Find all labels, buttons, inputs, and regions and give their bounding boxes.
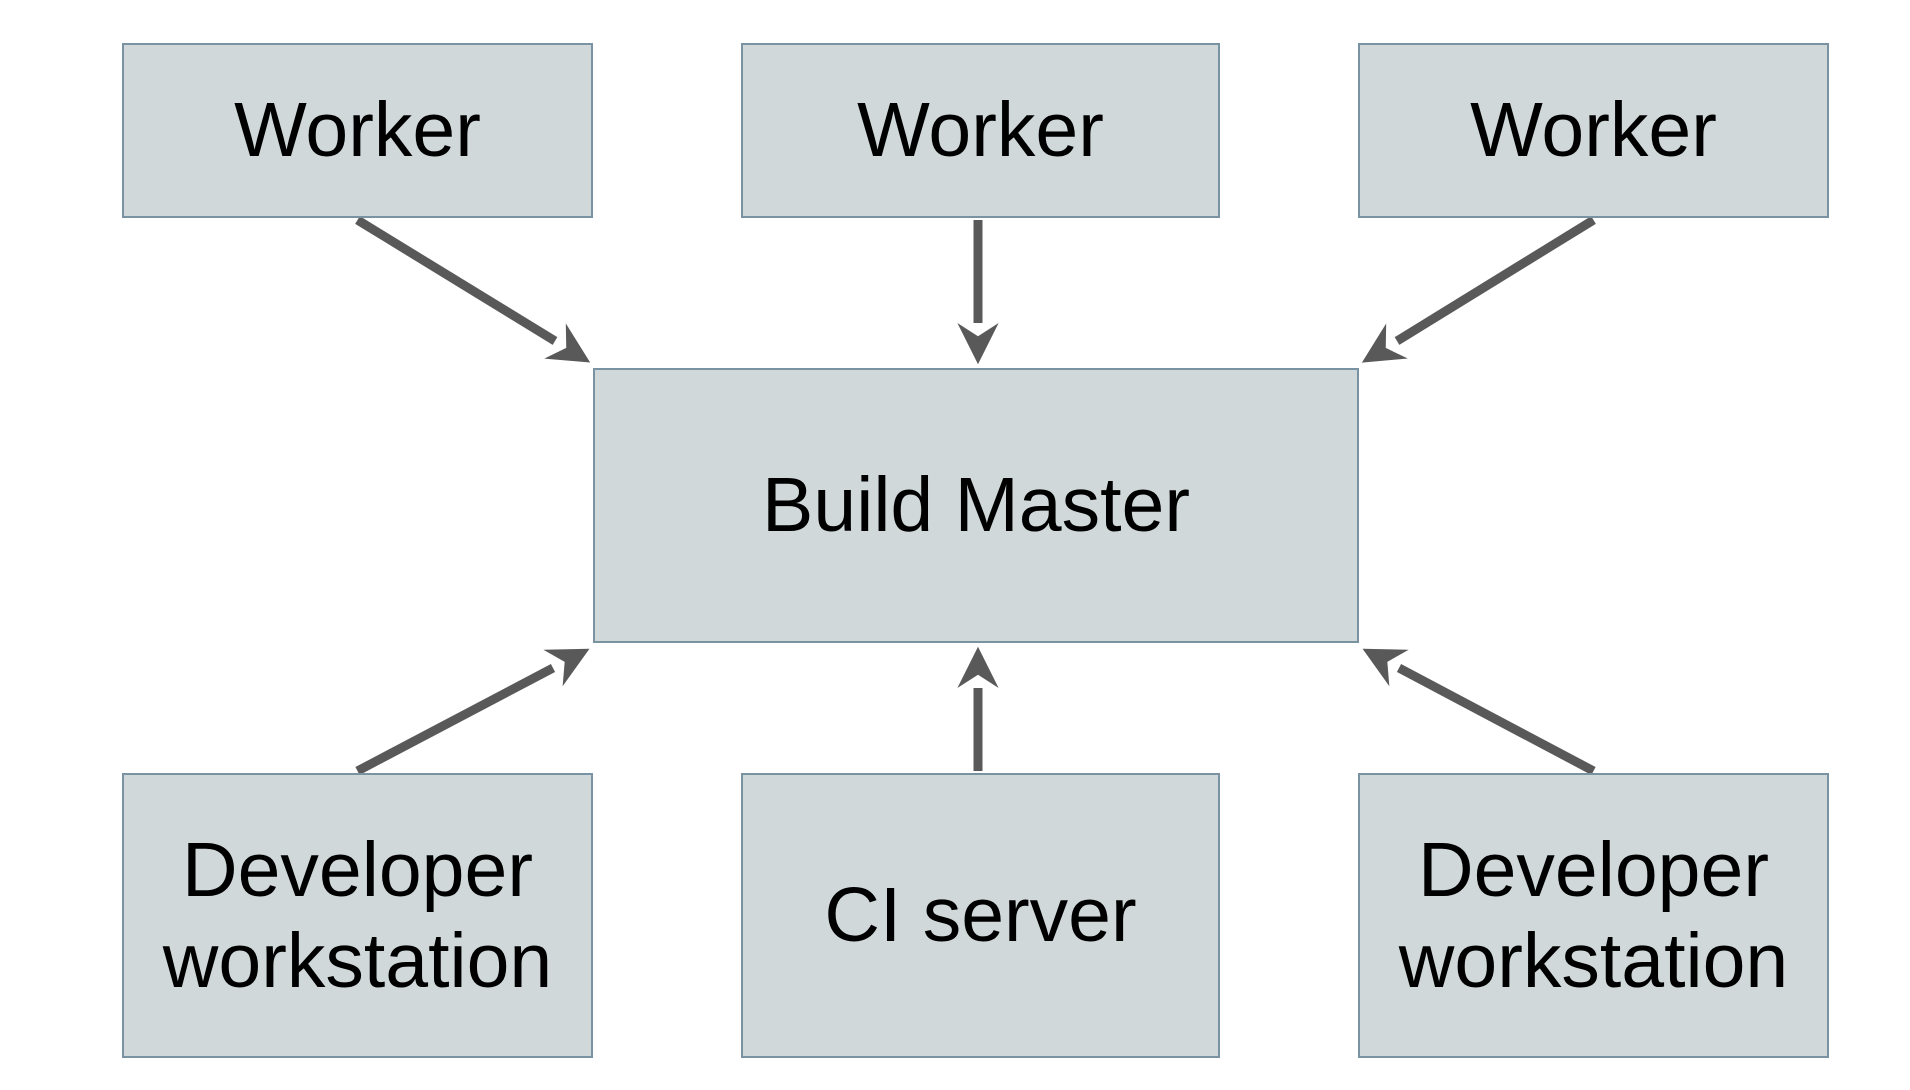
worker-2-label: Worker [857, 87, 1104, 174]
arrow-dev-workstation-left-to-build-master [355, 648, 590, 775]
dev-workstation-left-label: Developer workstation [162, 827, 553, 1004]
build-master-node: Build Master [593, 368, 1359, 643]
arrow-worker-1-to-build-master [355, 216, 591, 363]
dev-workstation-left-node: Developer workstation [122, 773, 593, 1058]
arrow-dev-workstation-right-to-build-master [1362, 648, 1596, 775]
worker-1-node: Worker [122, 43, 593, 218]
worker-3-node: Worker [1358, 43, 1829, 218]
worker-3-label: Worker [1470, 87, 1717, 174]
build-master-label: Build Master [762, 462, 1190, 549]
ci-server-label: CI server [824, 872, 1137, 959]
dev-workstation-right-node: Developer workstation [1358, 773, 1829, 1058]
worker-2-node: Worker [741, 43, 1220, 218]
worker-1-label: Worker [234, 87, 481, 174]
arrow-worker-3-to-build-master [1361, 216, 1596, 363]
dev-workstation-right-label: Developer workstation [1398, 827, 1789, 1004]
ci-server-node: CI server [741, 773, 1220, 1058]
